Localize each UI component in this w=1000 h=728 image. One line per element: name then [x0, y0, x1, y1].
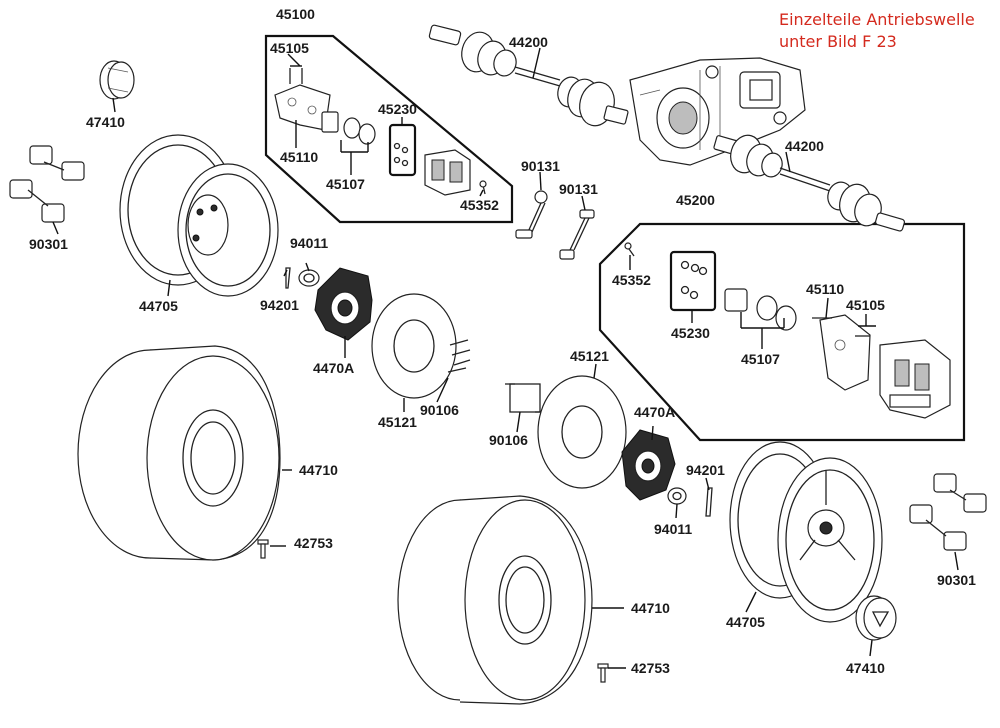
- label-stabilizer-link-a: 90131: [521, 158, 560, 174]
- label-pad-pins-right: 45110: [806, 281, 845, 297]
- seal-kit-box-right: [669, 250, 717, 312]
- label-cotter-pin-left: 94201: [260, 297, 299, 313]
- caliper-bracket-right-part: [812, 314, 871, 391]
- label-caliper-bracket-right: 45105: [846, 297, 885, 313]
- label-caliper-bracket-left: 45105: [270, 40, 309, 56]
- caliper-body-left-part: [424, 149, 471, 196]
- hub-right-part: [621, 429, 676, 501]
- seal-kit-left-part: [393, 142, 409, 167]
- tire-left-part: [77, 345, 281, 561]
- label-driveshaft-lower: 44200: [785, 138, 824, 154]
- disc-bolts-left-part: [447, 339, 471, 373]
- rim-right-part: [729, 441, 883, 623]
- driveshaft-lower-part: [713, 134, 906, 232]
- label-caliper-group-left: 45100: [276, 6, 315, 22]
- caliper-group-box-left: [264, 34, 514, 224]
- label-axle-nut-right: 94011: [654, 521, 693, 537]
- axle-nut-left-part: [298, 269, 320, 287]
- label-wheel-nuts-right: 90301: [937, 572, 976, 588]
- label-wheel-nuts-left: 90301: [29, 236, 68, 252]
- wheel-nuts-left-part: [9, 145, 85, 223]
- label-disc-left: 45121: [378, 414, 417, 430]
- label-piston-seals-left: 45107: [326, 176, 365, 192]
- bleeder-right-part: [624, 242, 635, 257]
- label-rim-left: 44705: [139, 298, 178, 314]
- hub-left-part: [314, 267, 373, 341]
- label-caliper-group-right: 45200: [676, 192, 715, 208]
- disc-bolts-right-part: [505, 383, 545, 413]
- label-pad-pins-left: 45110: [280, 149, 319, 165]
- tire-right-part: [397, 495, 593, 705]
- label-bleeder-left: 45352: [460, 197, 499, 213]
- hub-cap-right-part: [855, 595, 897, 641]
- seal-kit-right-part: [680, 260, 708, 300]
- driveshaft-upper-part: [428, 24, 629, 127]
- label-disc-right: 45121: [570, 348, 609, 364]
- label-bleeder-right: 45352: [612, 272, 651, 288]
- label-disc-bolts-left: 90106: [420, 402, 459, 418]
- label-driveshaft-upper: 44200: [509, 34, 548, 50]
- axle-nut-right-part: [667, 487, 687, 505]
- label-disc-bolts-right: 90106: [489, 432, 528, 448]
- leader-lines: [52, 47, 959, 669]
- differential-part: [629, 57, 806, 166]
- label-seal-kit-left: 45230: [378, 101, 417, 117]
- label-tire-left: 44710: [299, 462, 338, 478]
- label-valve-right: 42753: [631, 660, 670, 676]
- label-hub-left: 4470A: [313, 360, 355, 376]
- disc-right-part: [537, 375, 627, 489]
- pistons-left-part: [321, 111, 376, 145]
- label-cotter-pin-right: 94201: [686, 462, 725, 478]
- rim-left-part: [119, 134, 279, 297]
- label-seal-kit-right: 45230: [671, 325, 710, 341]
- bleeder-left-part: [479, 180, 487, 195]
- label-hub-right: 4470A: [634, 404, 676, 420]
- label-stabilizer-link-b: 90131: [559, 181, 598, 197]
- label-piston-seals-right: 45107: [741, 351, 780, 367]
- disc-left-part: [371, 293, 457, 399]
- cotter-pin-right-part: [705, 487, 713, 517]
- label-hub-cap-right: 47410: [846, 660, 885, 676]
- caliper-body-right-part: [879, 339, 951, 419]
- valve-right-part: [597, 663, 609, 683]
- stabilizer-link-a-part: [515, 190, 548, 239]
- label-valve-left: 42753: [294, 535, 333, 551]
- stabilizer-link-b-part: [559, 209, 595, 260]
- label-hub-cap-left: 47410: [86, 114, 125, 130]
- valve-left-part: [257, 539, 269, 559]
- cotter-pin-left-part: [285, 267, 291, 289]
- note-line-2: unter Bild F 23: [779, 32, 897, 51]
- note-line-1: Einzelteile Antriebswelle: [779, 10, 975, 29]
- note-driveshaft-parts: Einzelteile Antriebswelle unter Bild F 2…: [779, 9, 975, 53]
- pistons-right-part: [724, 288, 797, 331]
- label-rim-right: 44705: [726, 614, 765, 630]
- label-tire-right: 44710: [631, 600, 670, 616]
- caliper-bracket-left-part: [274, 68, 331, 131]
- caliper-group-box-right: [598, 222, 966, 442]
- label-axle-nut-left: 94011: [290, 235, 329, 251]
- hub-cap-left-part: [99, 60, 135, 100]
- wheel-nuts-right-part: [909, 473, 987, 551]
